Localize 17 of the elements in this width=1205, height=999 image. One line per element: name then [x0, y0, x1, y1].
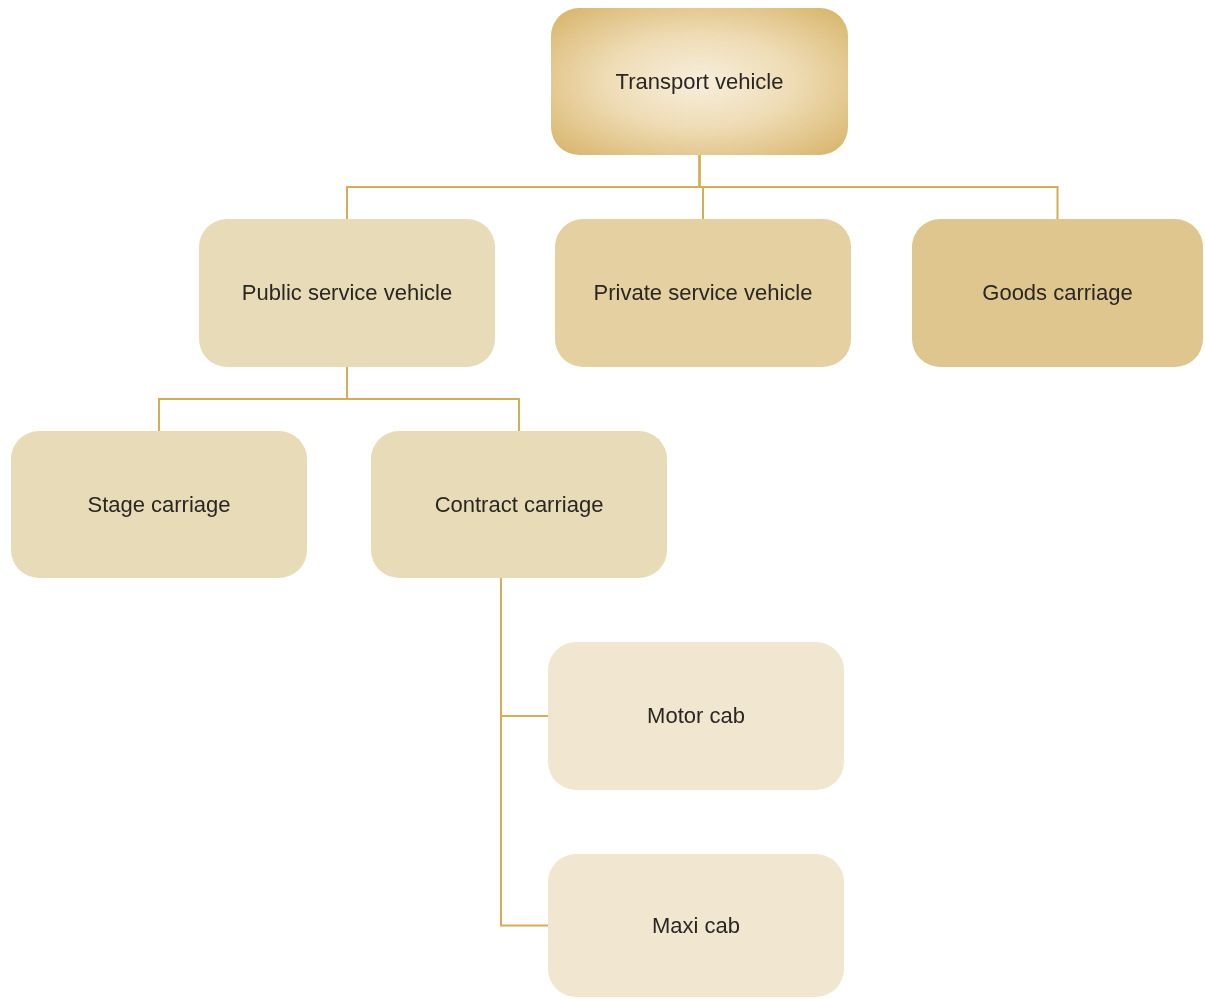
- category-box: [548, 854, 844, 997]
- category-box: [199, 219, 495, 367]
- node-label: Motor cab: [646, 703, 746, 729]
- category-box: [912, 219, 1203, 367]
- category-box: [555, 219, 851, 367]
- node-label: Stage carriage: [86, 491, 232, 518]
- category-box: [551, 8, 848, 155]
- node-label: Contract carriage: [433, 491, 605, 518]
- connector-line: [698, 154, 1059, 220]
- node-label: Maxi cab: [650, 912, 741, 939]
- category-box: [371, 431, 667, 578]
- node-label: Goods carriage: [981, 280, 1134, 306]
- node-label: Private service vehicle: [592, 280, 814, 306]
- node-label: Transport vehicle: [614, 68, 785, 95]
- category-box: [548, 642, 844, 790]
- node-label: Public service vehicle: [240, 280, 454, 306]
- category-box: [11, 431, 307, 578]
